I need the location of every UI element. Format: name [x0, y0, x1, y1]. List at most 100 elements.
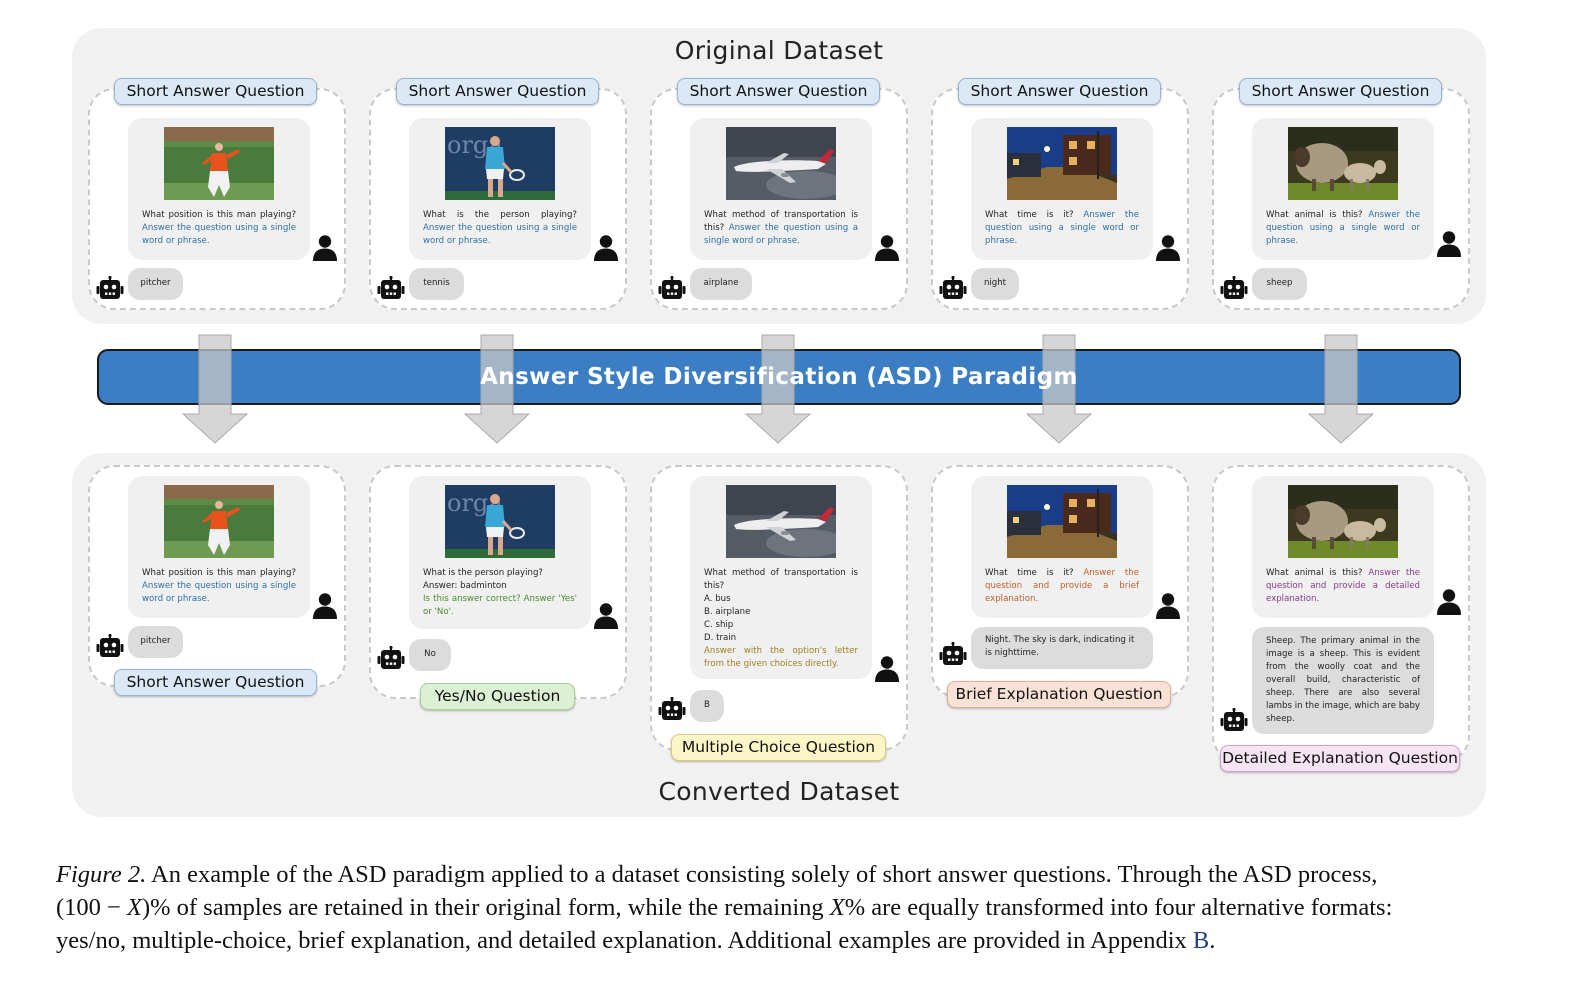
option-c: C. ship	[704, 620, 734, 630]
robot-icon	[939, 276, 967, 302]
converted-card-multiple-choice: What method of transportation is this? A…	[650, 465, 908, 751]
caption-line-3-end: .	[1209, 927, 1216, 954]
asd-paradigm-label: Answer Style Diversification (ASD) Parad…	[480, 364, 1078, 390]
original-card-5: What animal is this? Answer the question…	[1212, 88, 1470, 310]
figure-label: Figure 2.	[56, 861, 147, 888]
night-street-image	[1007, 127, 1117, 200]
option-a: A. bus	[704, 594, 731, 604]
question-text: What time is it?	[985, 210, 1074, 220]
instruction-text: Answer the question using a single word …	[1266, 210, 1420, 246]
converted-card-detailed-explanation: What animal is this? Answer the question…	[1212, 465, 1470, 762]
robot-icon	[1220, 276, 1248, 302]
user-icon	[1155, 592, 1181, 619]
robot-icon	[96, 276, 124, 302]
answer-bubble: tennis	[409, 268, 464, 300]
original-card-1: What position is this man playing? Answe…	[88, 88, 346, 310]
brief-explanation-label: Brief Explanation Question	[947, 681, 1171, 708]
detailed-explanation-label: Detailed Explanation Question	[1220, 745, 1460, 772]
question-text: What is the person playing?	[423, 210, 577, 220]
answer-bubble: B	[690, 690, 724, 722]
airplane-image	[726, 127, 836, 200]
original-card-4: What time is it? Answer the question usi…	[931, 88, 1189, 310]
question-text: What is the person playing?	[423, 568, 543, 578]
robot-icon	[939, 642, 967, 668]
question-bubble: What animal is this? Answer the question…	[1252, 118, 1434, 260]
question-bubble: What position is this man playing? Answe…	[128, 118, 310, 260]
short-answer-label: Short Answer Question	[396, 78, 599, 105]
original-card-3: What method of transportation is this? A…	[650, 88, 908, 310]
caption-line-1: An example of the ASD paradigm applied t…	[146, 861, 1378, 888]
caption-math-x: X	[829, 894, 845, 921]
robot-icon	[96, 634, 124, 660]
short-answer-label: Short Answer Question	[114, 669, 317, 696]
option-d: D. train	[704, 633, 737, 643]
robot-icon	[658, 697, 686, 723]
answer-bubble: pitcher	[128, 268, 183, 300]
robot-icon	[377, 276, 405, 302]
caption-line-2c: % are equally transformed into four alte…	[844, 894, 1393, 921]
user-icon	[593, 234, 619, 261]
instruction-text: Answer with the option's letter from the…	[704, 646, 858, 669]
question-text: What method of transportation is this?	[704, 568, 858, 591]
sheep-image	[1288, 127, 1398, 200]
converted-card-short: What position is this man playing? Answe…	[88, 465, 346, 687]
short-answer-label: Short Answer Question	[677, 78, 880, 105]
robot-icon	[658, 276, 686, 302]
answer-bubble: night	[971, 268, 1019, 300]
original-dataset-title: Original Dataset	[674, 36, 884, 65]
night-street-image	[1007, 485, 1117, 558]
multiple-choice-label: Multiple Choice Question	[671, 734, 886, 761]
user-icon	[1155, 234, 1181, 261]
question-bubble: What method of transportation is this? A…	[690, 476, 872, 679]
instruction-text: Answer the question using a single word …	[142, 581, 296, 604]
caption-line-2a: (100 −	[56, 894, 127, 921]
instruction-text: Answer the question using a single word …	[985, 210, 1139, 246]
option-b: B. airplane	[704, 607, 751, 617]
converted-card-yesno: orga What is the person playing? Answer:…	[369, 465, 627, 699]
question-text: What animal is this?	[1266, 210, 1363, 220]
baseball-pitcher-image	[164, 127, 274, 200]
user-icon	[874, 234, 900, 261]
user-icon	[312, 592, 338, 619]
robot-icon	[377, 646, 405, 672]
answer-bubble: airplane	[690, 268, 752, 300]
instruction-text: Answer the question and provide a brief …	[985, 568, 1139, 604]
instruction-text: Answer the question using a single word …	[423, 223, 577, 246]
question-bubble: orga What is the person playing? Answer:…	[409, 476, 591, 629]
question-bubble: What time is it? Answer the question and…	[971, 476, 1153, 618]
answer-bubble: Night. The sky is dark, indicating it is…	[971, 627, 1153, 669]
instruction-text: Answer the question and provide a detail…	[1266, 568, 1420, 604]
user-icon	[1436, 588, 1462, 615]
airplane-image	[726, 485, 836, 558]
instruction-text: Is this answer correct? Answer 'Yes' or …	[423, 594, 577, 617]
user-icon	[1436, 230, 1462, 257]
answer-bubble: pitcher	[128, 626, 183, 658]
yes-no-label: Yes/No Question	[420, 683, 575, 710]
converted-dataset-title: Converted Dataset	[658, 777, 900, 806]
short-answer-label: Short Answer Question	[958, 78, 1161, 105]
question-bubble: orga What is the person playing? Answer …	[409, 118, 591, 260]
baseball-pitcher-image	[164, 485, 274, 558]
question-bubble: What time is it? Answer the question usi…	[971, 118, 1153, 260]
instruction-text: Answer the question using a single word …	[142, 223, 296, 246]
original-card-2: orga What is the person playing? Answer …	[369, 88, 627, 310]
robot-icon	[1220, 708, 1248, 734]
tennis-player-image: orga	[445, 127, 555, 200]
answer-bubble: Sheep. The primary animal in the image i…	[1252, 627, 1434, 734]
caption-line-2b: )% of samples are retained in their orig…	[141, 894, 830, 921]
user-icon	[593, 602, 619, 629]
answer-bubble: No	[409, 639, 451, 671]
caption-line-3: yes/no, multiple-choice, brief explanati…	[56, 927, 1193, 954]
short-answer-label: Short Answer Question	[114, 78, 317, 105]
sheep-image	[1288, 485, 1398, 558]
short-answer-label: Short Answer Question	[1239, 78, 1442, 105]
answer-bubble: sheep	[1252, 268, 1307, 300]
question-text: What method of transportation is this?	[704, 210, 858, 233]
question-bubble: What animal is this? Answer the question…	[1252, 476, 1434, 618]
appendix-link[interactable]: B	[1192, 927, 1210, 954]
tennis-player-image: orga	[445, 485, 555, 558]
question-text: What time is it?	[985, 568, 1074, 578]
question-text: What position is this man playing?	[142, 568, 296, 578]
user-icon	[874, 655, 900, 682]
question-bubble: What position is this man playing? Answe…	[128, 476, 310, 618]
